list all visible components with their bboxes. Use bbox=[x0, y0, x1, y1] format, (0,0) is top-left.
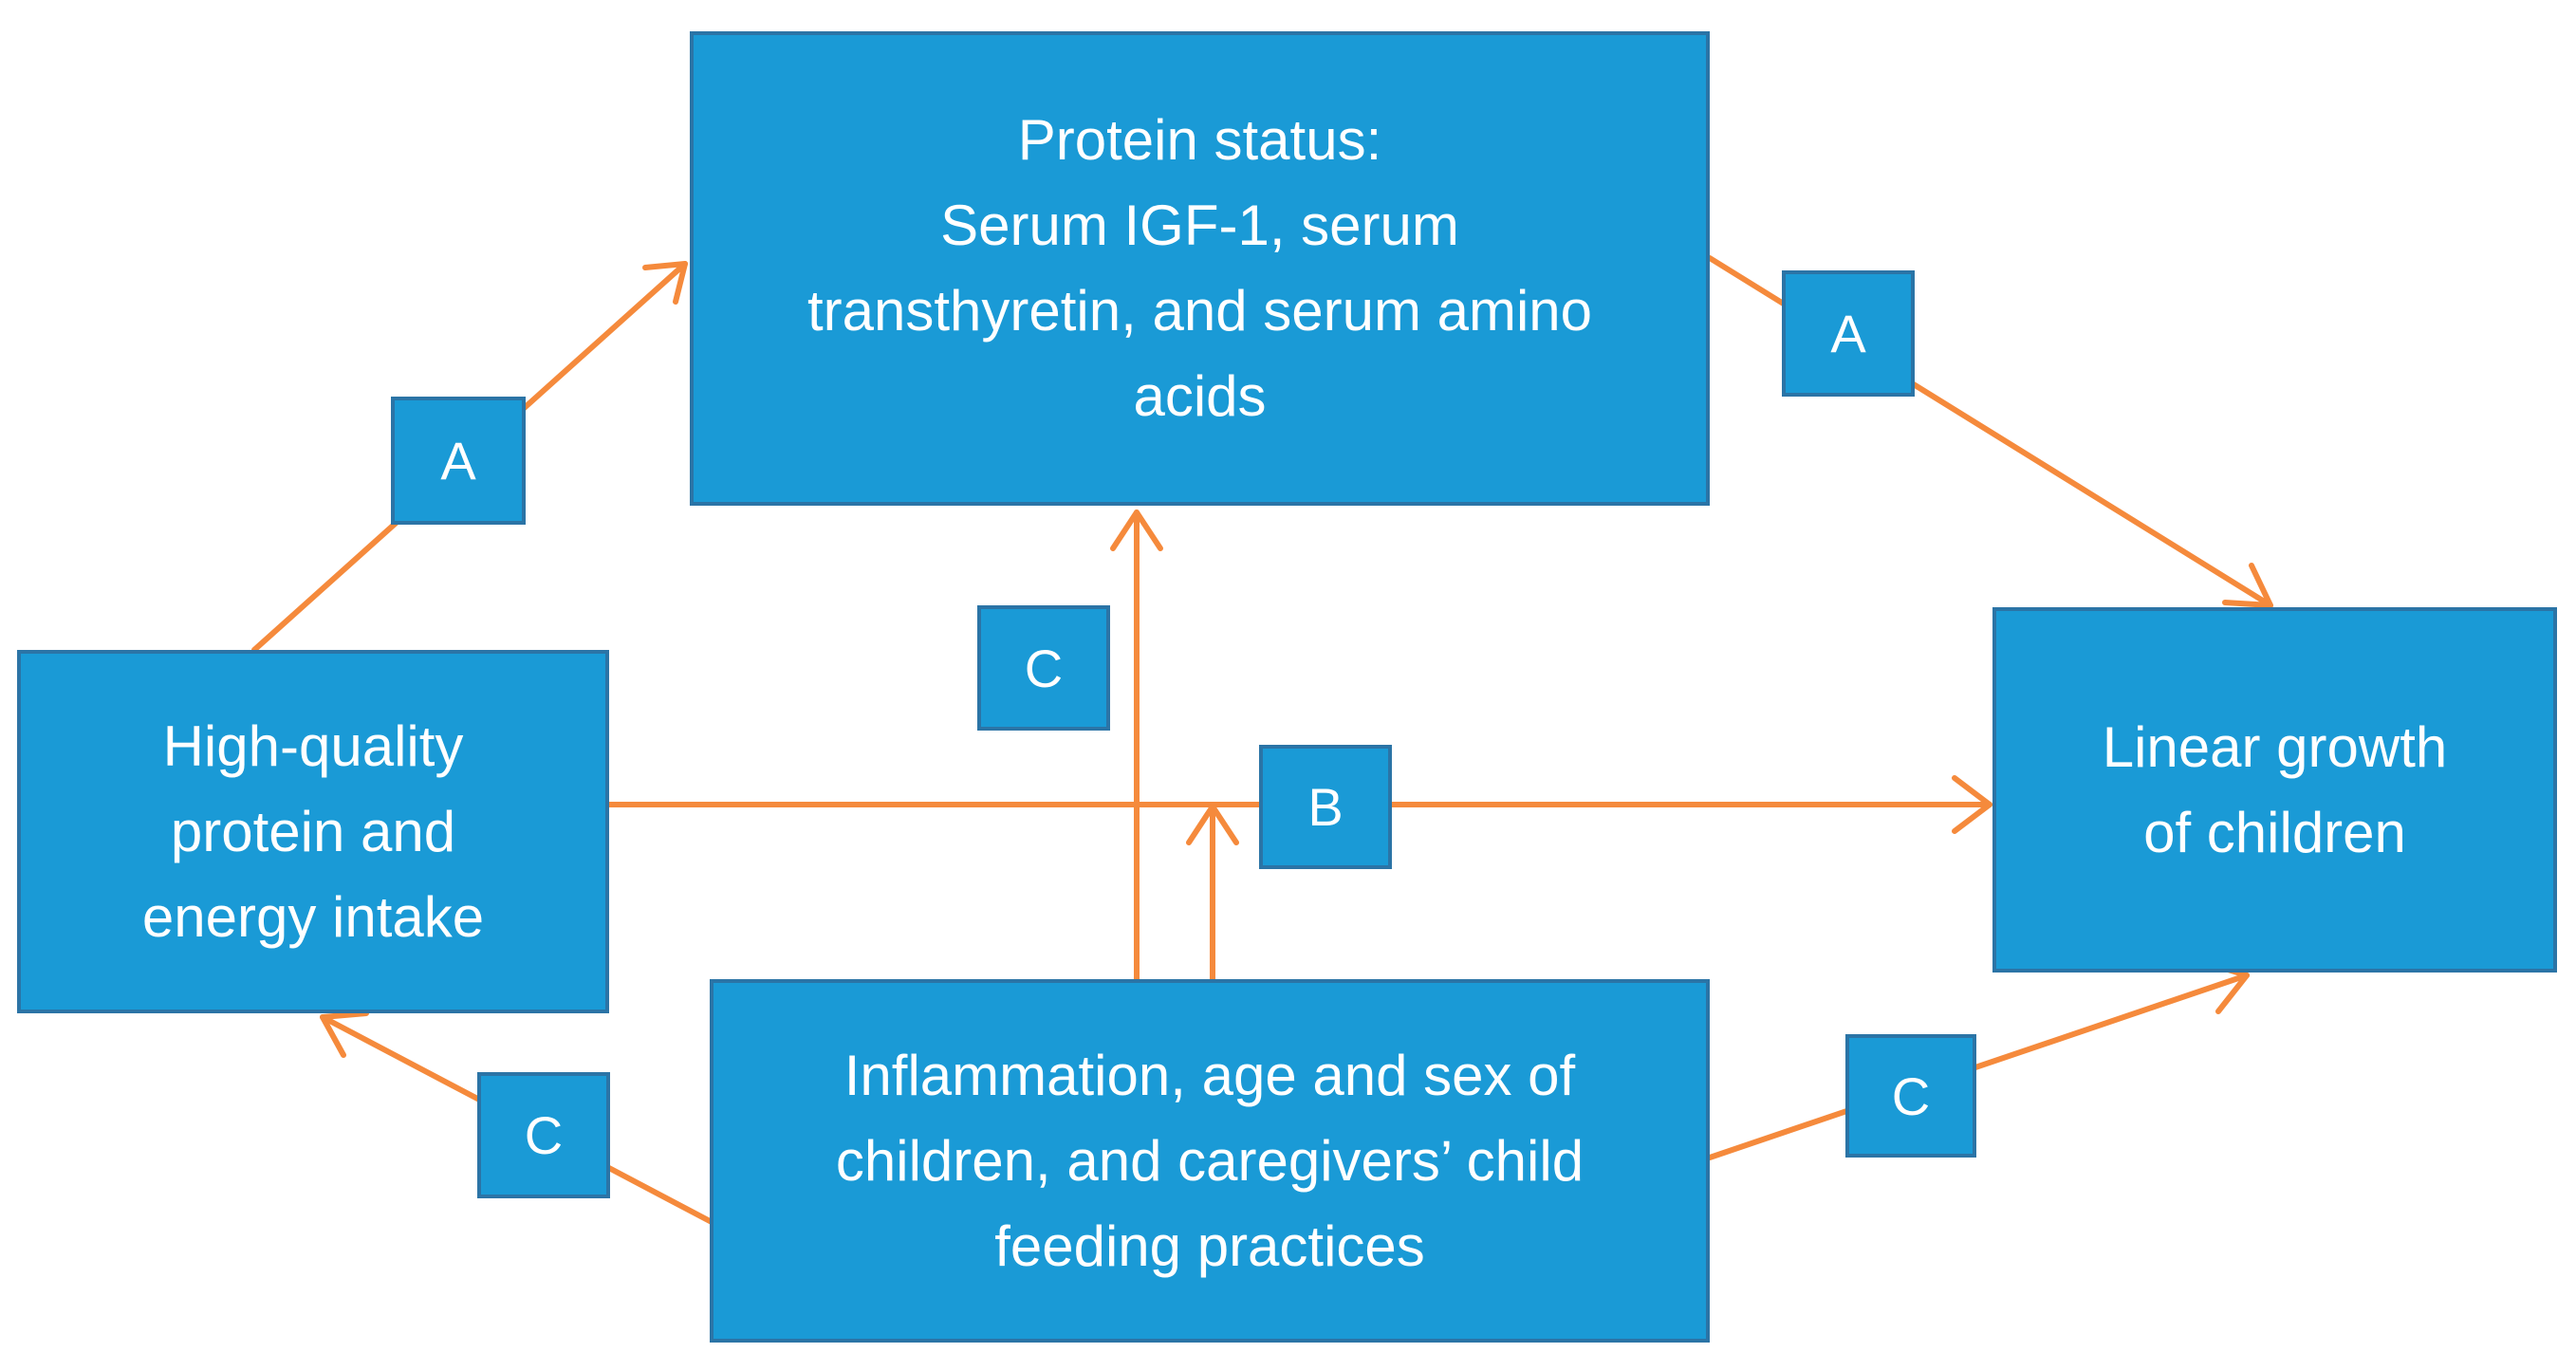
modifiers-box: Inflammation, age and sex of children, a… bbox=[710, 979, 1710, 1343]
modifiers-line-3: feeding practices bbox=[994, 1214, 1425, 1278]
protein-status-line-2: Serum IGF-1, serum bbox=[940, 194, 1459, 257]
edge-label-intake-to-status: A bbox=[391, 397, 526, 525]
intake-line-2: protein and bbox=[170, 799, 456, 863]
growth-line-2: of children bbox=[2143, 800, 2406, 864]
edge-label-modifiers-to-growth: C bbox=[1845, 1034, 1976, 1158]
arrowhead-status-bottom bbox=[1110, 509, 1163, 551]
modifiers-line-1: Inflammation, age and sex of bbox=[843, 1043, 1576, 1107]
arrowhead-status-left bbox=[642, 261, 688, 305]
intake-box: High-quality protein and energy intake bbox=[17, 650, 609, 1013]
arrowhead-growth-left bbox=[1952, 775, 1992, 834]
edge-label-status-to-growth: A bbox=[1782, 270, 1915, 397]
intake-line-3: energy intake bbox=[141, 884, 485, 949]
growth-box: Linear growth of children bbox=[1992, 607, 2557, 973]
growth-line-1: Linear growth bbox=[2102, 714, 2448, 779]
edge-label-modifiers-to-intake: C bbox=[477, 1072, 610, 1198]
protein-status-box: Protein status: Serum IGF-1, serum trans… bbox=[690, 31, 1710, 506]
protein-status-line-1: Protein status: bbox=[1017, 108, 1382, 172]
edge-label-modifiers-to-status: C bbox=[977, 605, 1110, 731]
protein-status-line-4: acids bbox=[1133, 364, 1267, 428]
arrow-modifiers-to-growth bbox=[1707, 973, 2250, 1160]
arrowhead-b-path bbox=[1186, 804, 1239, 845]
modifiers-line-2: children, and caregivers’ child bbox=[835, 1128, 1585, 1193]
protein-status-line-3: transthyretin, and serum amino bbox=[806, 279, 1593, 343]
intake-line-1: High-quality bbox=[162, 713, 464, 778]
edge-label-intake-to-growth: B bbox=[1259, 745, 1392, 869]
arrowhead-intake-bottom bbox=[320, 1010, 369, 1058]
arrowhead-growth-top bbox=[2222, 563, 2273, 608]
